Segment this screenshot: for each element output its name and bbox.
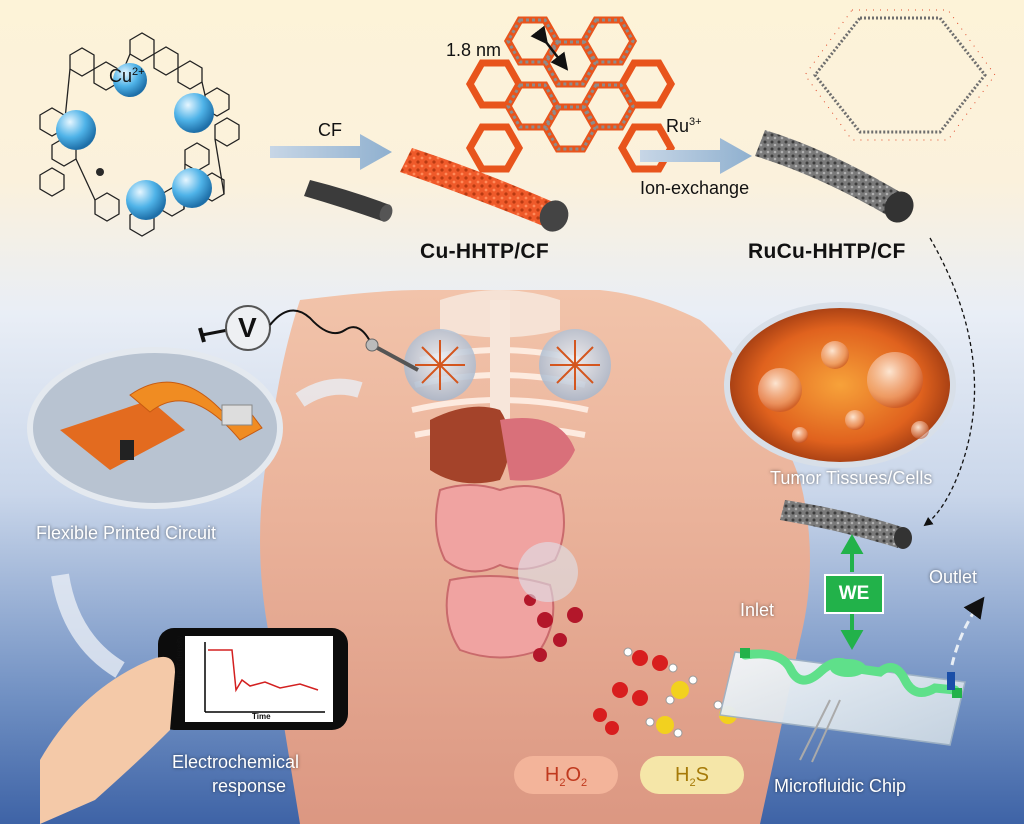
tumor-label: Tumor Tissues/Cells: [770, 468, 933, 488]
cf-label: CF: [318, 120, 342, 140]
cu-ion-spheres: [56, 63, 214, 220]
cu-hhtp-cf-label: Cu-HHTP/CF: [420, 240, 549, 263]
flexible-printed-circuit-panel: [27, 347, 283, 509]
pore-size-indicator: [530, 25, 569, 71]
inlet-label: Inlet: [740, 600, 775, 620]
we-label: WE: [824, 574, 884, 614]
we-arrows: [840, 533, 864, 651]
lung-tumor-bubbles: [404, 329, 611, 602]
microfluidic-chip: [719, 648, 966, 763]
rucu-hhtp-cf-fiber: [755, 130, 914, 223]
h2s-pill: H2S: [640, 756, 744, 794]
we-fiber: [780, 500, 912, 549]
electrochemical-label-line1: Electrochemical: [172, 752, 300, 772]
h2o2-pill: H2O2: [514, 756, 618, 794]
electrochemical-label-line2: response: [212, 776, 287, 796]
dashed-transfer-arrow: [923, 237, 976, 527]
outlet-label: Outlet: [929, 567, 978, 587]
arrow-to-circuit: [295, 378, 363, 407]
cu-ion-label: Cu2+: [109, 66, 145, 86]
arrow-cf: [270, 134, 392, 170]
cu-hhtp-cf-fiber: [400, 148, 569, 232]
arrow-to-phone: [51, 573, 125, 678]
arrow-ion-exchange: [640, 138, 752, 174]
microfluidic-label: Microfluidic Chip: [774, 776, 907, 796]
rucu-hhtp-ring-structure: [804, 9, 996, 141]
ion-exchange-label: Ion-exchange: [640, 178, 750, 198]
plot-ylabel: Current density: [175, 635, 184, 690]
smartphone-readout: [158, 628, 348, 730]
outlet-arrow: [950, 596, 985, 666]
voltmeter-label: V: [238, 312, 257, 343]
tumor-tissues-panel: [724, 302, 956, 468]
plot-xlabel: Time: [252, 712, 271, 721]
hhtp-ligand-structure: [39, 32, 240, 237]
pore-size-label: 1.8 nm: [446, 40, 502, 60]
voltmeter-probe: [198, 305, 419, 372]
carbon-fiber-bare: [304, 180, 393, 222]
flexible-circuit-label: Flexible Printed Circuit: [36, 523, 217, 543]
rucu-hhtp-cf-label: RuCu-HHTP/CF: [748, 240, 906, 263]
ru-ion-label: Ru3+: [666, 116, 702, 136]
hand: [40, 656, 175, 824]
